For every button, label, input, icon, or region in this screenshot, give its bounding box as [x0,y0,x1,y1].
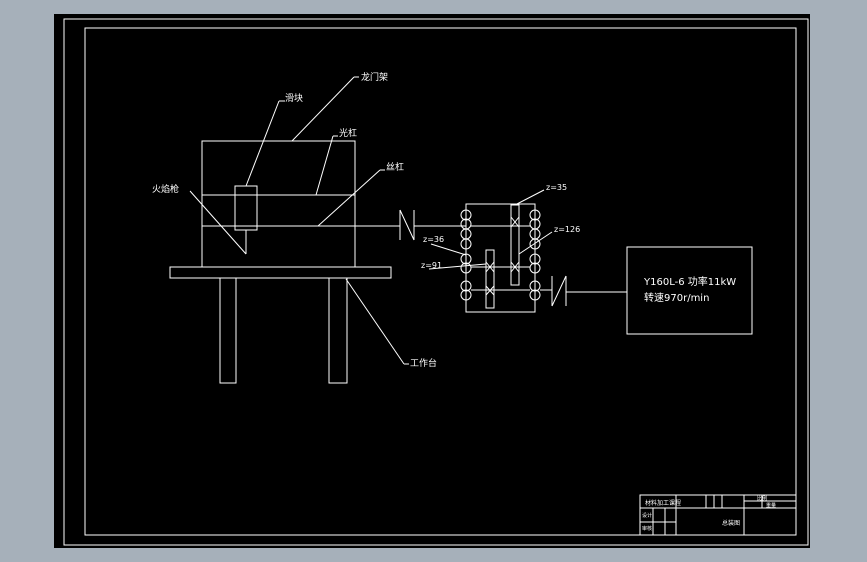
motor-spec-speed: 转速970r/min [644,291,709,304]
drawing-viewport[interactable]: Y160L-6 功率11kW 转速970r/min 龙门架 滑块 光杠 丝杠 火… [54,14,810,548]
motor-spec-power: Y160L-6 功率11kW [643,275,736,288]
lead-screw-shaft [355,209,466,241]
label-slider: 滑块 [285,92,303,104]
label-gear-z91: z=91 [421,261,442,270]
gearbox [460,203,541,313]
motor-box [626,246,753,335]
gantry-frame [201,140,356,268]
label-worktable: 工作台 [410,357,437,369]
title-block-designer: 材料加工课程 [645,499,681,507]
title-block-scale: 比例 [757,495,767,502]
label-torch: 火焰枪 [152,183,179,195]
label-gear-z126: z=126 [554,225,580,234]
title-block-design: 设计 [642,512,652,519]
label-lead-screw: 丝杠 [386,161,404,173]
label-guide-rod: 光杠 [339,127,357,139]
outer-border [63,18,809,546]
label-gear-z35: z=35 [546,183,567,192]
label-gear-z36: z=36 [423,235,444,244]
worktable [169,266,392,384]
title-block-weight: 重量 [766,502,776,509]
title-block-review: 审核 [642,525,652,532]
torch-line [189,190,247,255]
bearings [460,209,541,301]
cad-drawing: Y160L-6 功率11kW 转速970r/min 龙门架 滑块 光杠 丝杠 火… [63,18,809,546]
leader-lines [245,76,553,365]
slider-block [234,185,258,231]
title-block-drawing-name: 总装图 [722,519,740,527]
inner-border [84,27,797,536]
title-block [639,494,797,536]
motor-shaft [540,275,627,307]
label-gantry: 龙门架 [361,71,388,83]
